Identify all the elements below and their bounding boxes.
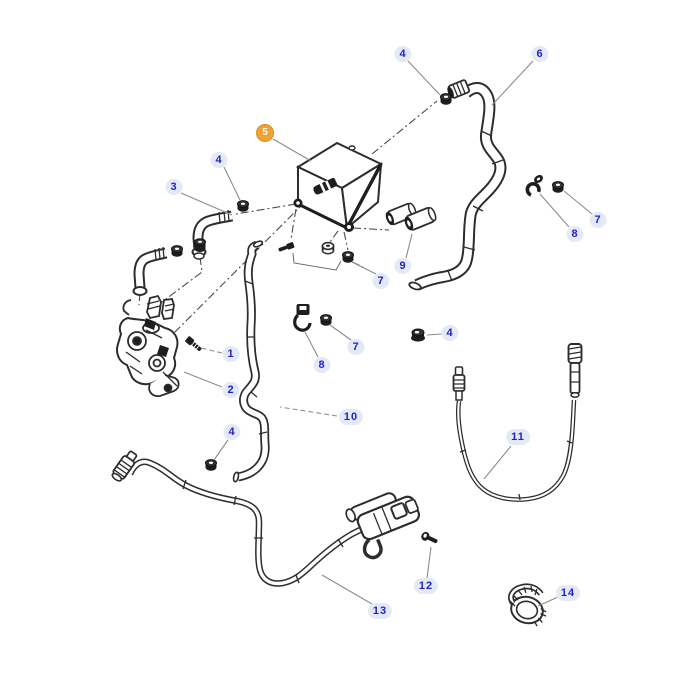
leader-line-9 <box>405 233 413 259</box>
nut-7-mid-upper <box>342 251 354 264</box>
leader-line-4 <box>426 333 443 336</box>
callout-4[interactable]: 4 <box>394 46 412 62</box>
nut-7-right <box>552 181 564 194</box>
leader-line-8 <box>304 331 319 358</box>
leader-line-7 <box>351 261 377 275</box>
nut-4-right <box>411 328 425 342</box>
callout-4[interactable]: 4 <box>441 325 459 341</box>
hose-end-connector <box>447 79 471 99</box>
pipe-13 <box>111 450 364 587</box>
callout-3[interactable]: 3 <box>165 179 183 195</box>
callout-8[interactable]: 8 <box>313 357 331 373</box>
bolt-1 <box>185 336 202 351</box>
callout-7[interactable]: 7 <box>347 339 365 355</box>
pump-assembly <box>116 294 180 397</box>
screw-under-tank <box>278 242 295 252</box>
nut-4-bottom-left <box>205 459 217 472</box>
leader-line-6 <box>491 60 534 106</box>
pipe-sensor-fitting <box>111 450 138 482</box>
clamp-8-right <box>525 175 543 197</box>
callout-7[interactable]: 7 <box>589 212 607 228</box>
callout-4[interactable]: 4 <box>210 152 228 168</box>
reservoir-tank <box>293 141 384 232</box>
callout-10[interactable]: 10 <box>338 409 364 425</box>
nut-light-under-tank <box>321 241 335 255</box>
tank-corner-ports <box>293 198 354 232</box>
leader-line-12 <box>426 546 432 579</box>
hose-10 <box>232 240 270 483</box>
cap-fitting <box>194 238 206 252</box>
callout-4[interactable]: 4 <box>223 424 241 440</box>
valve-assembly <box>345 492 438 560</box>
callout-5-highlighted[interactable]: 5 <box>256 124 274 142</box>
leader-line-7 <box>329 324 352 341</box>
callout-leader-lines <box>180 60 593 607</box>
nut-7-mid-lower <box>320 314 332 327</box>
nut-4-left <box>237 200 249 213</box>
leader-line-7 <box>563 190 593 215</box>
nut-4-top <box>440 93 452 106</box>
nut-small-left <box>171 245 183 258</box>
clamp-8-mid <box>293 304 312 332</box>
tank-nipple-port <box>313 177 338 195</box>
bolt-12 <box>421 531 438 544</box>
callout-7[interactable]: 7 <box>372 273 390 289</box>
leader-line-3 <box>180 192 233 216</box>
leader-line-8 <box>539 193 570 228</box>
leader-line-4 <box>213 439 229 461</box>
callout-13[interactable]: 13 <box>367 603 393 619</box>
leader-line-10 <box>279 406 338 417</box>
callout-11[interactable]: 11 <box>506 429 530 445</box>
leader-line-4 <box>407 60 441 96</box>
leader-line-11 <box>483 445 512 480</box>
leader-line-2 <box>183 371 223 388</box>
leader-line-1 <box>200 347 223 354</box>
filler-neck <box>348 145 356 151</box>
clamp-band-14 <box>508 583 547 627</box>
callout-6[interactable]: 6 <box>531 46 549 62</box>
cable-end-right <box>567 343 583 398</box>
callout-14[interactable]: 14 <box>555 585 581 601</box>
cable-11 <box>452 343 583 502</box>
leader-line-13 <box>321 574 373 605</box>
callout-2[interactable]: 2 <box>222 382 240 398</box>
leader-line-4 <box>223 166 241 201</box>
cable-end-left <box>452 366 466 401</box>
leader-line-5 <box>272 138 312 162</box>
hose-upper-right <box>408 79 507 291</box>
elbow-hose-3 <box>191 209 234 260</box>
callout-8[interactable]: 8 <box>566 226 584 242</box>
elbow-hose-left <box>132 246 168 296</box>
callout-9[interactable]: 9 <box>394 258 412 274</box>
callout-12[interactable]: 12 <box>413 578 439 594</box>
callout-1[interactable]: 1 <box>222 346 240 362</box>
leader-line-14 <box>537 596 559 607</box>
sleeve-cylinders-9 <box>385 202 437 231</box>
